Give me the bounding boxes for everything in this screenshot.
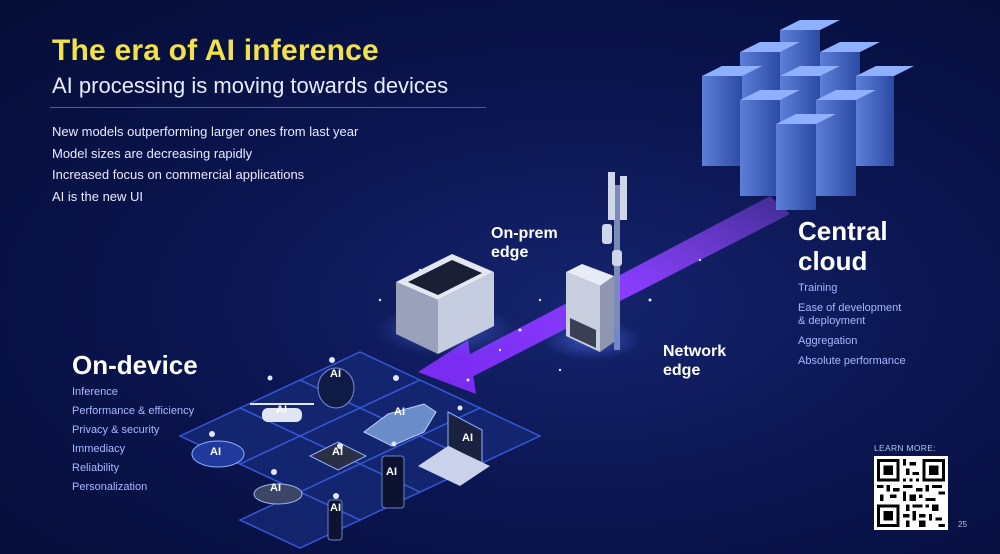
bullet-item: AI is the new UI [52, 188, 144, 204]
car-icon [363, 403, 437, 447]
server-rack-icon [702, 20, 914, 210]
list-item: Immediacy [72, 443, 126, 455]
ai-tag: AI [386, 466, 397, 478]
robot-vacuum-icon [191, 440, 245, 468]
list-item: Privacy & security [72, 424, 160, 436]
bullet-item: New models outperforming larger ones fro… [52, 124, 359, 139]
central-cloud-list: Training Ease of development & deploymen… [798, 282, 906, 375]
list-item: Personalization [72, 481, 148, 493]
watch-icon [327, 499, 343, 541]
router-icon [308, 441, 368, 471]
on-device-list: Inference Performance & efficiency Priva… [72, 383, 194, 497]
drone-icon [250, 403, 314, 422]
network-box-icon [542, 264, 642, 360]
ai-tag: AI [330, 368, 341, 380]
on-prem-edge-label: On-prem edge [491, 225, 558, 261]
list-item: Training [798, 282, 838, 294]
central-cloud-title: Central cloud [798, 216, 888, 276]
title-divider [50, 107, 486, 108]
list-item: Reliability [72, 462, 120, 474]
page-number: 25 [958, 520, 967, 529]
cell-tower-icon [602, 172, 627, 350]
edge-server-icon [376, 254, 516, 356]
network-edge-label: Network edge [663, 343, 727, 379]
list-item: Inference [72, 386, 118, 398]
on-device-title: On-device [72, 350, 198, 380]
qr-code-icon[interactable] [874, 456, 948, 530]
ai-tag: AI [462, 432, 473, 444]
bullet-list: New models outperforming larger ones fro… [52, 121, 358, 207]
ai-tag: AI [394, 406, 405, 418]
learn-more-label: LEARN MORE: [874, 443, 936, 453]
bullet-item: Model sizes are decreasing rapidly [52, 145, 253, 161]
smart-speaker-icon [317, 367, 355, 409]
ai-tag: AI [330, 502, 341, 514]
phone-icon [381, 455, 405, 509]
list-item: Aggregation [798, 335, 858, 347]
ai-tag: AI [276, 404, 287, 416]
list-item: Ease of development & deployment [798, 302, 902, 327]
page-title: The era of AI inference [52, 34, 379, 67]
list-item: Performance & efficiency [72, 405, 195, 417]
ai-tag: AI [332, 446, 343, 458]
laptop-icon [418, 411, 490, 486]
headset-icon [253, 483, 303, 505]
glow-dots [209, 258, 702, 499]
ai-tag: AI [210, 446, 221, 458]
bullet-item: Increased focus on commercial applicatio… [52, 167, 305, 182]
ai-tag: AI [270, 482, 281, 494]
list-item: Absolute performance [798, 355, 906, 367]
page-subtitle: AI processing is moving towards devices [52, 73, 449, 98]
